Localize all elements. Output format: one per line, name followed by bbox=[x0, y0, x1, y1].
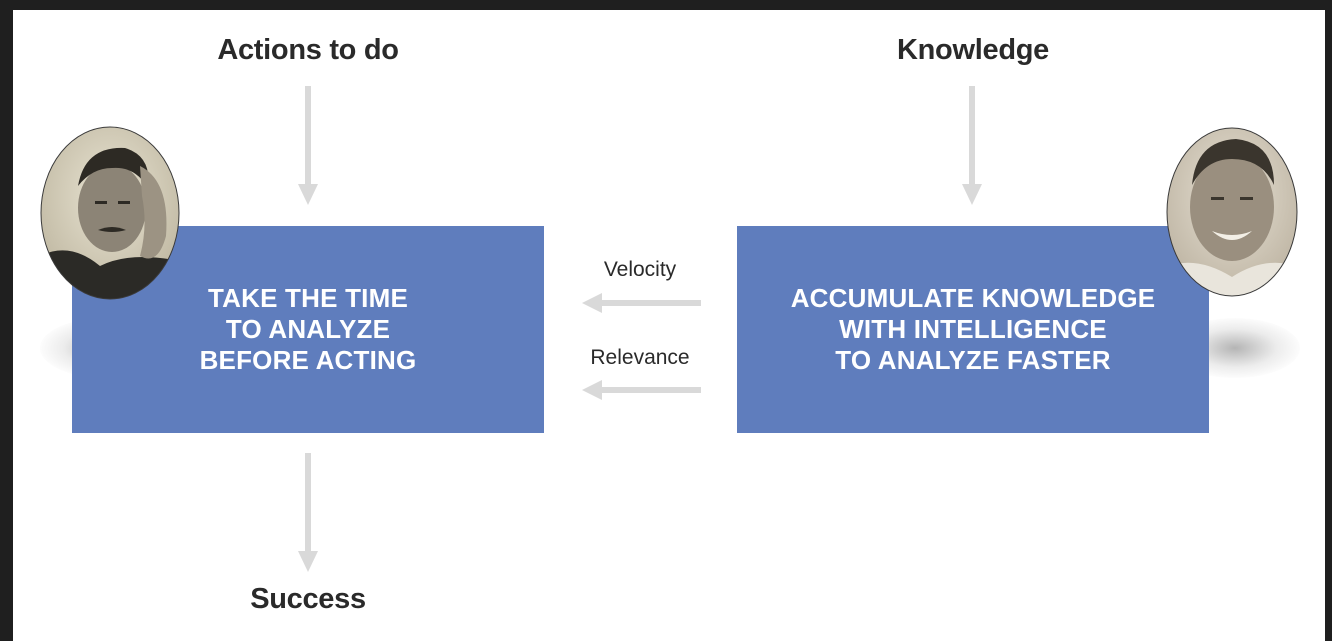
arrow-left-relevance bbox=[582, 380, 701, 400]
box-right-line-3: TO ANALYZE FASTER bbox=[835, 345, 1111, 375]
arrow-down-knowledge bbox=[962, 86, 982, 205]
box-right-line-1: ACCUMULATE KNOWLEDGE bbox=[790, 283, 1156, 313]
box-left-line-2: TO ANALYZE bbox=[225, 314, 391, 344]
heading-success: Success bbox=[250, 583, 366, 615]
box-left-line-1: TAKE THE TIME bbox=[207, 283, 408, 313]
heading-actions: Actions to do bbox=[217, 34, 399, 66]
box-take-time-text: TAKE THE TIME TO ANALYZE BEFORE ACTING bbox=[200, 283, 417, 376]
arrow-left-velocity bbox=[582, 293, 701, 313]
label-velocity: Velocity bbox=[603, 258, 677, 281]
label-relevance: Relevance bbox=[590, 346, 690, 369]
box-accumulate-knowledge: ACCUMULATE KNOWLEDGE WITH INTELLIGENCE T… bbox=[737, 226, 1209, 433]
arrow-down-actions bbox=[298, 86, 318, 205]
heading-knowledge: Knowledge bbox=[897, 34, 1049, 66]
arrow-down-success bbox=[298, 453, 318, 572]
right-portrait-image bbox=[1166, 127, 1298, 297]
box-right-line-2: WITH INTELLIGENCE bbox=[839, 314, 1107, 344]
box-accumulate-text: ACCUMULATE KNOWLEDGE WITH INTELLIGENCE T… bbox=[791, 283, 1156, 376]
box-left-line-3: BEFORE ACTING bbox=[199, 345, 417, 375]
left-portrait-image bbox=[40, 126, 180, 300]
